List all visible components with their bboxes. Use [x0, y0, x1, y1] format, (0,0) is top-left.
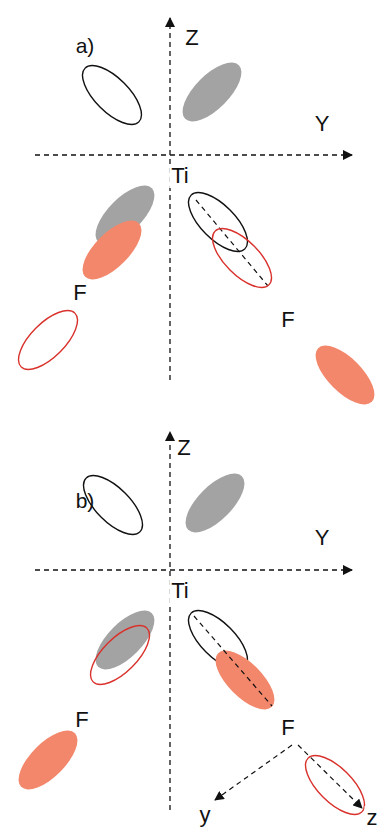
bond-axis	[194, 616, 272, 706]
d-lobe-open	[179, 183, 257, 261]
axis-label: z	[365, 806, 380, 830]
y-axis	[35, 569, 352, 570]
axis-label: Z	[183, 26, 200, 50]
p-lobe-open	[81, 616, 159, 694]
p-lobe-open	[203, 219, 281, 297]
axis-label: Y	[313, 526, 332, 550]
atom-label: F	[71, 281, 88, 305]
atom-label: F	[73, 708, 90, 732]
panel-a	[9, 18, 384, 414]
d-lobe-open	[74, 466, 152, 544]
bond-axis	[196, 200, 268, 286]
p-lobe-filled	[206, 641, 284, 719]
p-lobe-open	[9, 301, 87, 379]
p-lobe-open	[296, 746, 374, 824]
atom-label: Ti	[169, 164, 191, 188]
atom-label: Ti	[169, 579, 191, 603]
panel-b	[9, 432, 374, 824]
p-lobe-filled	[306, 336, 384, 414]
local-y-axis	[215, 745, 292, 800]
p-lobe-filled	[73, 211, 151, 289]
d-lobe-filled	[173, 53, 251, 131]
z-axis	[169, 432, 170, 810]
panel-label: b)	[74, 489, 97, 512]
axis-label: y	[198, 803, 213, 827]
atom-label: F	[279, 716, 296, 740]
panel-label: a)	[74, 34, 97, 57]
axis-label: Y	[313, 112, 332, 136]
d-lobe-open	[73, 56, 151, 134]
d-lobe-filled	[176, 464, 254, 542]
y-axis	[35, 154, 352, 155]
atom-label: F	[279, 308, 296, 332]
p-lobe-filled	[9, 721, 87, 799]
z-axis	[169, 18, 170, 380]
local-z-axis	[298, 745, 362, 808]
axis-label: Z	[175, 436, 192, 460]
d-lobe-filled	[86, 601, 164, 679]
